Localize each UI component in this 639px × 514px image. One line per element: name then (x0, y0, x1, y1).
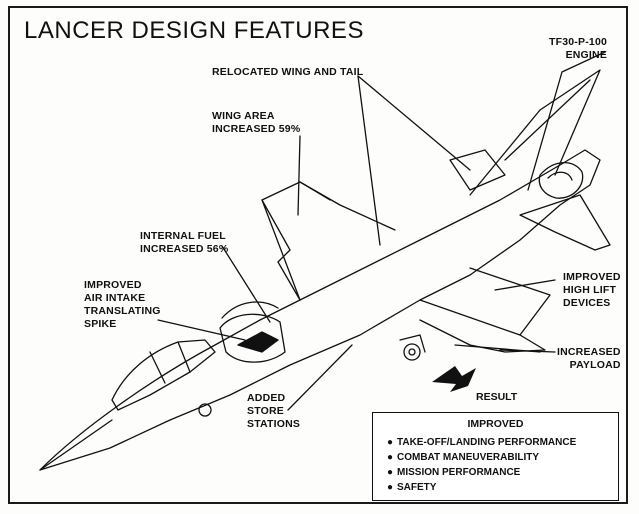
label-engine: TF30-P-100 ENGINE (549, 36, 608, 61)
list-item: ●COMBAT MANEUVERABILITY (387, 452, 540, 463)
list-item: ●MISSION PERFORMANCE (387, 467, 521, 478)
result-list: ●TAKE-OFF/LANDING PERFORMANCE ●COMBAT MA… (387, 435, 576, 495)
diagram-frame (8, 6, 628, 504)
page-title: LANCER DESIGN FEATURES (24, 17, 364, 44)
leader-high-lift (494, 279, 556, 291)
bullet-icon: ● (387, 437, 394, 448)
list-item: ●SAFETY (387, 482, 437, 493)
label-payload: INCREASED PAYLOAD (557, 346, 621, 371)
bullet-icon: ● (387, 452, 394, 463)
leader-air-intake (157, 319, 246, 341)
leader-internal-fuel (221, 245, 271, 323)
air-intake (219, 313, 286, 363)
result-label: RESULT (476, 391, 518, 403)
label-air-intake: IMPROVED AIR INTAKE TRANSLATING SPIKE (84, 279, 161, 330)
label-high-lift: IMPROVED HIGH LIFT DEVICES (563, 271, 621, 309)
leader-store (287, 344, 353, 411)
tail-left (449, 149, 506, 191)
leader-relocated-wing (357, 75, 381, 246)
engine-nozzle (538, 161, 584, 199)
result-box: IMPROVED ●TAKE-OFF/LANDING PERFORMANCE ●… (372, 412, 619, 501)
label-internal-fuel: INTERNAL FUEL INCREASED 56% (140, 230, 229, 255)
label-store-stations: ADDED STORE STATIONS (247, 392, 301, 430)
leader-payload (499, 349, 556, 353)
leader-relocated-tail (357, 75, 471, 171)
fuselage-outline (39, 149, 601, 471)
bullet-icon: ● (387, 482, 394, 493)
leader-wing-area (297, 135, 301, 216)
tail-right (519, 194, 611, 251)
result-heading: IMPROVED (467, 418, 524, 430)
vertical-fin (469, 69, 601, 196)
result-arrow (432, 366, 476, 392)
label-wing-area: WING AREA INCREASED 59% (212, 110, 301, 135)
list-item: ●TAKE-OFF/LANDING PERFORMANCE (387, 437, 577, 448)
label-relocated-wing-tail: RELOCATED WING AND TAIL (212, 66, 364, 78)
bullet-icon: ● (387, 467, 394, 478)
leader-engine (527, 51, 606, 191)
